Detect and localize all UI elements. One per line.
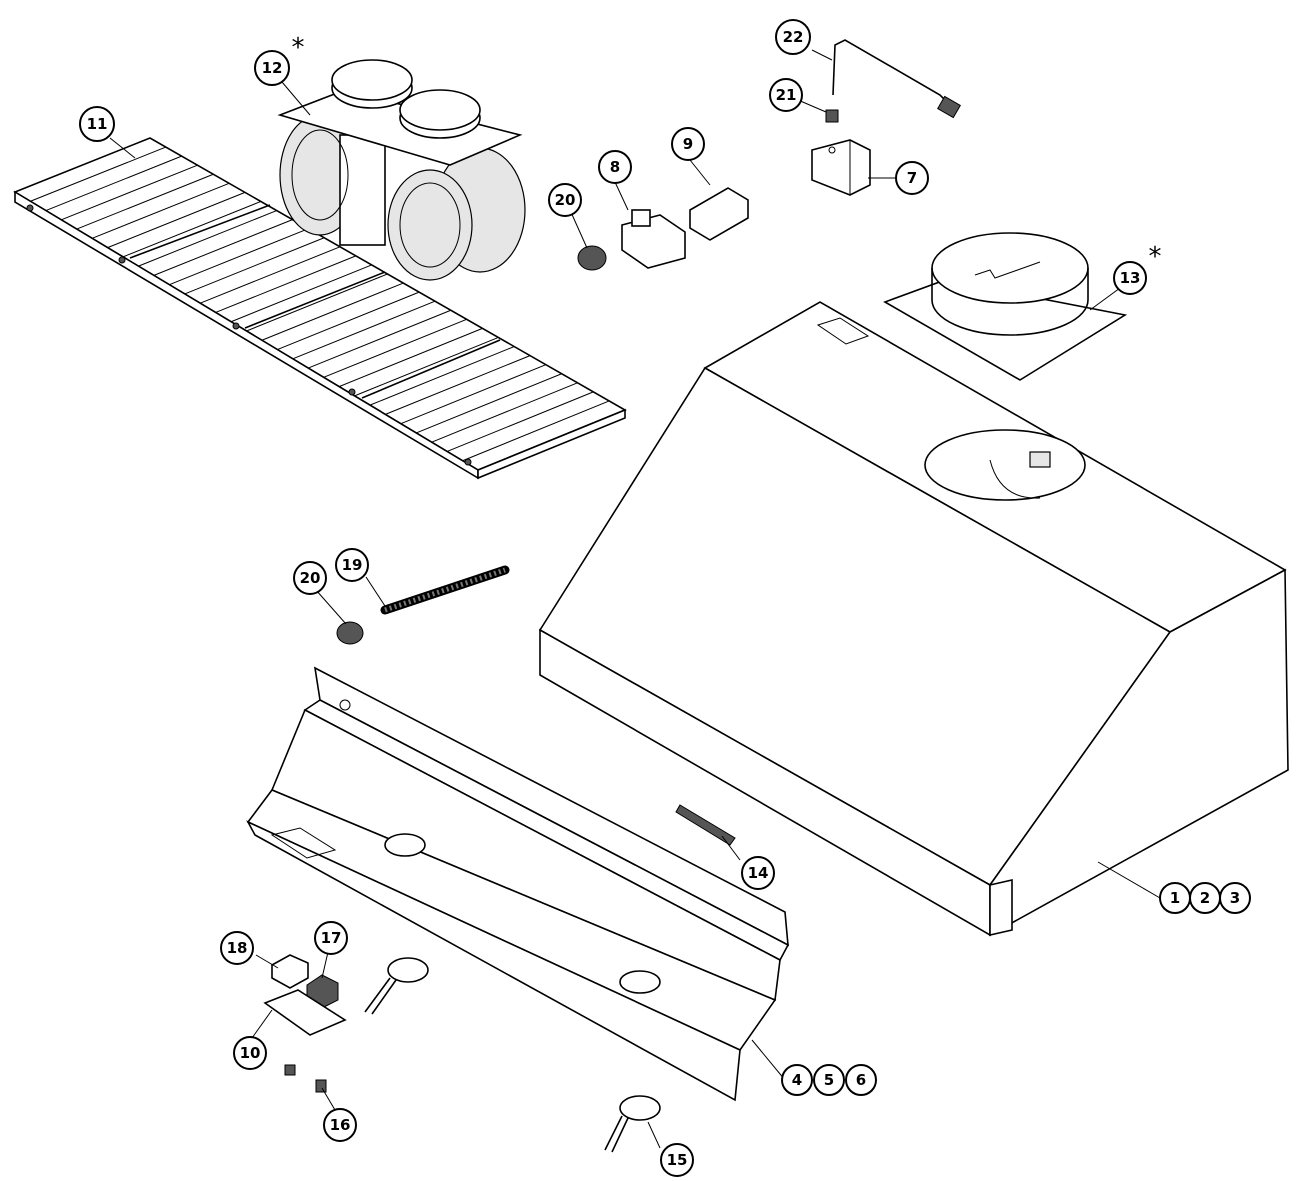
leader-lines: [109, 49, 1161, 1149]
light-socket-small: [284, 1064, 327, 1093]
callout-2: 2: [1189, 882, 1221, 914]
svg-text:12: 12: [262, 59, 283, 77]
svg-text:17: 17: [321, 929, 342, 947]
filter-slat: [277, 291, 420, 350]
callout-11: 11: [79, 106, 115, 142]
filter-slat: [416, 373, 562, 434]
svg-text:22: 22: [783, 28, 804, 46]
cover-plate: [689, 187, 749, 241]
callout-16: 16: [323, 1108, 357, 1142]
callout-7: 7: [895, 161, 929, 195]
svg-text:13: 13: [1120, 269, 1141, 287]
filter-slat: [215, 255, 357, 313]
svg-text:6: 6: [856, 1071, 866, 1089]
svg-text:18: 18: [227, 939, 248, 957]
callout-17: 17: [314, 921, 348, 955]
callout-8: 8: [598, 150, 632, 184]
asterisk-mark-blower: *: [292, 33, 305, 63]
filter-slat: [30, 146, 167, 202]
filter-slat: [338, 327, 483, 388]
svg-text:5: 5: [824, 1071, 834, 1089]
svg-text:4: 4: [792, 1071, 802, 1089]
svg-text:11: 11: [87, 115, 108, 133]
callout-13: 13: [1113, 261, 1147, 295]
callout-12: 12: [254, 50, 290, 86]
svg-text:2: 2: [1200, 889, 1210, 907]
filter-slat: [385, 355, 531, 415]
control-knob-front: [336, 621, 364, 645]
callout-20-front: 20: [293, 561, 327, 595]
filter-slat: [184, 237, 325, 295]
svg-text:10: 10: [240, 1044, 261, 1062]
svg-text:1: 1: [1170, 889, 1180, 907]
front-panel-channel: [246, 666, 790, 1102]
callout-22: 22: [775, 19, 811, 55]
asterisk-mark-transition: *: [1149, 242, 1162, 272]
filter-slat: [107, 191, 246, 249]
halogen-light-upper: [364, 957, 429, 1015]
filter-slat: [122, 201, 262, 258]
relay-module: [271, 954, 309, 989]
filter-slat: [292, 300, 436, 360]
callout-6: 6: [845, 1064, 877, 1096]
filter-slat: [153, 219, 293, 276]
switch-shaft: [380, 565, 510, 615]
callout-5: 5: [813, 1064, 845, 1096]
range-hood-body: [538, 301, 1289, 937]
junction-box: [811, 139, 871, 196]
filter-slat: [462, 400, 610, 462]
strain-relief-bushing: [825, 109, 839, 123]
mounting-screw: [675, 804, 736, 846]
halogen-light-lower: [604, 1095, 661, 1153]
callout-1: 1: [1159, 882, 1191, 914]
svg-text:8: 8: [610, 158, 620, 176]
svg-text:3: 3: [1230, 889, 1240, 907]
filter-slat: [369, 346, 515, 406]
callout-15: 15: [660, 1143, 694, 1177]
filter-slat: [230, 264, 372, 323]
filter-slat: [431, 382, 578, 443]
callout-14: 14: [741, 856, 775, 890]
svg-text:14: 14: [748, 864, 769, 882]
callout-3: 3: [1219, 882, 1251, 914]
svg-text:9: 9: [683, 135, 693, 153]
filter-slat: [200, 246, 341, 304]
svg-text:20: 20: [555, 191, 576, 209]
filter-slat: [246, 273, 388, 332]
filter-slat: [45, 155, 182, 211]
callout-18: 18: [220, 931, 254, 965]
callout-10: 10: [233, 1036, 267, 1070]
callout-20-top: 20: [548, 183, 582, 217]
callout-9: 9: [671, 127, 705, 161]
svg-text:19: 19: [342, 556, 363, 574]
mounting-bracket: [621, 209, 686, 269]
filter-slat: [91, 182, 230, 239]
svg-text:21: 21: [776, 86, 797, 104]
callout-19: 19: [335, 548, 369, 582]
blower-assembly: [277, 59, 526, 281]
duct-transition: [883, 232, 1128, 381]
filter-slat: [354, 337, 499, 397]
circuit-board: [263, 989, 347, 1036]
grease-filters: [13, 137, 627, 480]
callout-21: 21: [769, 78, 803, 112]
filter-slat: [138, 210, 277, 267]
filter-slat: [308, 309, 452, 369]
filter-slat: [446, 391, 594, 452]
filter-slat: [76, 173, 214, 230]
svg-text:7: 7: [907, 169, 917, 187]
filter-slat: [400, 364, 547, 425]
control-knob-top: [577, 245, 607, 271]
filter-slat: [323, 318, 467, 378]
svg-text:15: 15: [667, 1151, 688, 1169]
svg-text:16: 16: [330, 1116, 351, 1134]
filter-slat: [61, 164, 198, 221]
power-cord: [832, 39, 961, 119]
callout-4: 4: [781, 1064, 813, 1096]
svg-text:20: 20: [300, 569, 321, 587]
filter-slat: [169, 228, 309, 286]
filter-slat: [261, 282, 404, 341]
